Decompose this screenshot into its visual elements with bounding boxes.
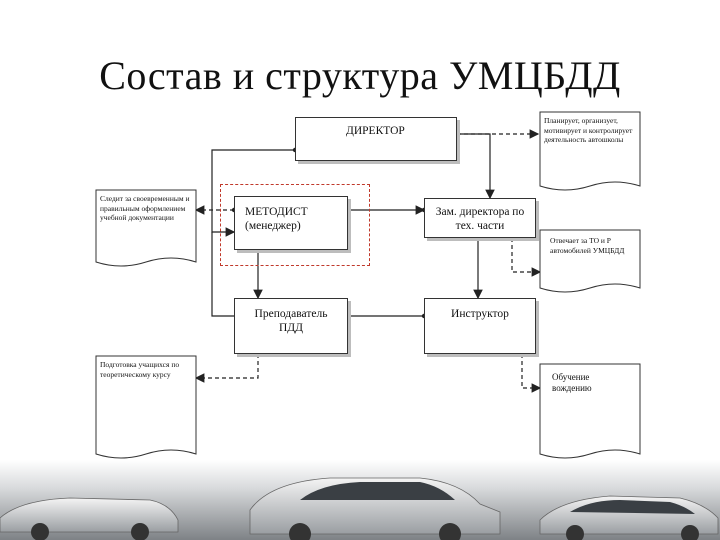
car-right-icon xyxy=(539,495,719,540)
teacher-duties-note: Подготовка учащихся по теоретическому ку… xyxy=(100,360,180,379)
teacher-box: Преподаватель ПДД xyxy=(234,298,348,354)
methodist-label: МЕТОДИСТ (менеджер) xyxy=(245,206,308,232)
methodist-duties-note: Следит за своевременным и правильным офо… xyxy=(100,194,190,222)
deputy-label: Зам. директора по тех. части xyxy=(435,206,525,232)
instructor-label: Инструктор xyxy=(451,308,509,320)
page-title: Состав и структура УМЦБДД xyxy=(99,53,621,98)
director-box: ДИРЕКТОР xyxy=(295,117,457,161)
methodist-box: МЕТОДИСТ (менеджер) xyxy=(234,196,348,250)
cars-banner-image xyxy=(0,460,720,540)
instructor-box: Инструктор xyxy=(424,298,536,354)
director-label: ДИРЕКТОР xyxy=(346,125,405,137)
deputy-duties-note: Отвечает за ТО и Р автомобилей УМЦБДД xyxy=(550,236,625,255)
car-center-icon xyxy=(249,477,501,540)
methodist-dashed-frame xyxy=(220,184,370,266)
instructor-duties-note: Обучение вождению xyxy=(552,372,592,393)
teacher-label: Преподаватель ПДД xyxy=(254,308,328,334)
director-duties-note: Планирует, организует, мотивирует и конт… xyxy=(544,116,633,144)
deputy-box: Зам. директора по тех. части xyxy=(424,198,536,238)
car-left-icon xyxy=(0,497,179,540)
